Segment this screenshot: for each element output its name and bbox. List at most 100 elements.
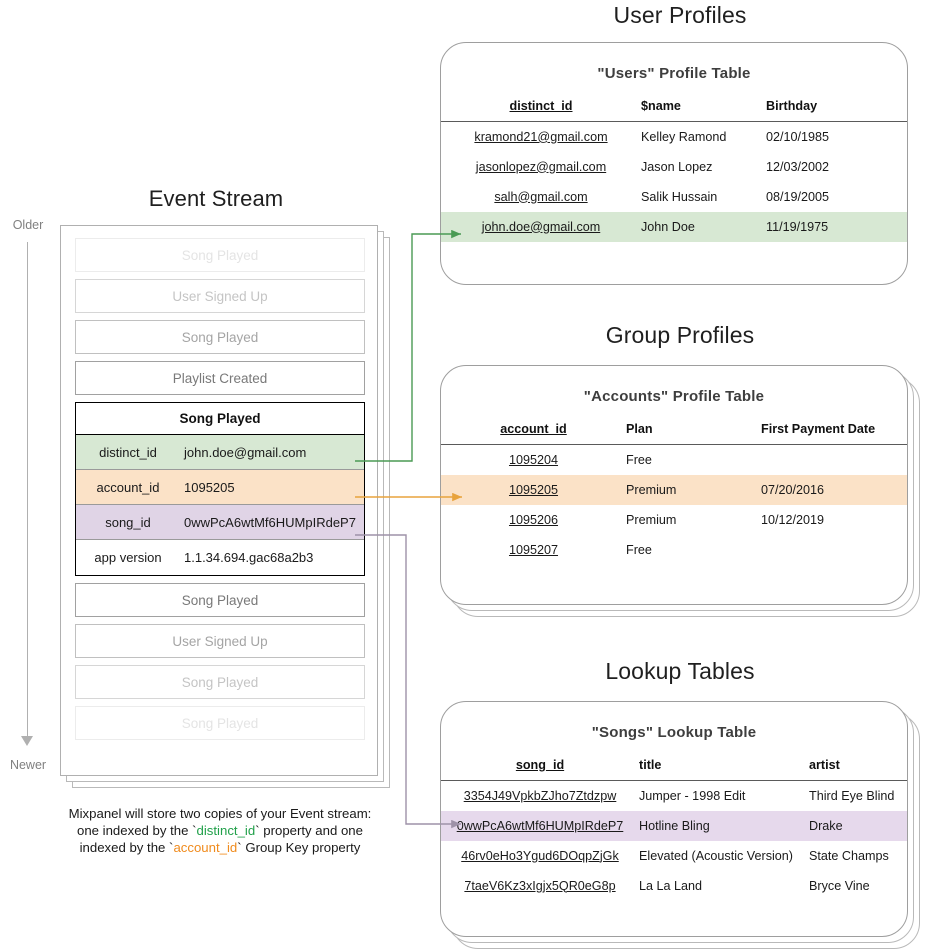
- accounts-table-cell: Free: [626, 542, 652, 557]
- songs-table-cell: Jumper - 1998 Edit: [639, 788, 746, 803]
- axis-line: [27, 242, 28, 742]
- caption-line-2-pre: one indexed by the: [77, 823, 193, 838]
- event-property-distinct-id: distinct_id john.doe@gmail.com: [76, 435, 364, 470]
- section-title-event-stream: Event Stream: [148, 186, 284, 211]
- users-table-column-header: Birthday: [766, 99, 818, 113]
- accounts-table-column-header: Plan: [626, 422, 653, 436]
- section-title-lookup-tables: Lookup Tables: [605, 658, 755, 684]
- songs-table-row[interactable]: 46rv0eHo3Ygud6DOqpZjGk Elevated (Acoustic…: [441, 841, 907, 871]
- songs-table-cell: 0wwPcA6wtMf6HUMpIRdeP7: [441, 810, 639, 841]
- accounts-table-title: "Accounts" Profile Table: [583, 388, 765, 405]
- users-table-cell: 02/10/1985: [766, 129, 830, 144]
- users-table-cell: Jason Lopez: [641, 159, 713, 174]
- songs-table-cell: La La Land: [639, 878, 703, 893]
- section-title-user-profiles: User Profiles: [613, 2, 747, 28]
- songs-table-column-header: title: [639, 758, 662, 772]
- users-table-cell: salh@gmail.com: [441, 182, 641, 212]
- users-table-row[interactable]: kramond21@gmail.com Kelley Ramond 02/10/19…: [441, 122, 907, 152]
- event-item-after-3[interactable]: Song Played: [75, 706, 365, 740]
- accounts-table-cell: [761, 445, 907, 475]
- property-value: 1095205: [184, 479, 235, 495]
- songs-table-cell: Third Eye Blind: [809, 788, 895, 803]
- users-table-cell: 12/03/2002: [766, 159, 830, 174]
- songs-table-cell: Elevated (Acoustic Version): [639, 848, 793, 863]
- accounts-table-cell: 1095204: [441, 445, 626, 475]
- users-table-cell: john.doe@gmail.com: [441, 211, 641, 242]
- songs-table: song_id title artist 3354J49VpkbZJho7Ztdzp…: [441, 755, 907, 901]
- caption-line-3-post: Group Key property: [241, 840, 361, 855]
- event-item-after-1[interactable]: User Signed Up: [75, 624, 365, 658]
- expanded-event-name: Song Played: [76, 403, 364, 435]
- event-item-3[interactable]: Playlist Created: [75, 361, 365, 395]
- songs-table-cell: Drake: [809, 810, 907, 841]
- caption-line-2-post: property and one: [259, 823, 363, 838]
- caption-line-3-pre: indexed by the: [79, 840, 170, 855]
- users-table-cell: John Doe: [641, 211, 766, 242]
- songs-table-row[interactable]: 3354J49VpkbZJho7Ztdzpw Jumper - 1998 Edit…: [441, 781, 907, 811]
- caption-keyword-distinct-id: distinct_id: [196, 823, 256, 838]
- users-table-body: kramond21@gmail.com Kelley Ramond 02/10/19…: [441, 122, 907, 242]
- event-item-0[interactable]: Song Played: [75, 238, 365, 272]
- accounts-table-key-value: 1095205: [508, 482, 559, 497]
- songs-table-body: 3354J49VpkbZJho7Ztdzpw Jumper - 1998 Edit…: [441, 781, 907, 901]
- accounts-table-cell: [761, 535, 907, 565]
- property-key: app version: [94, 550, 162, 565]
- accounts-table-key-value: 1095204: [508, 452, 559, 467]
- accounts-table-cell: Premium: [626, 512, 677, 527]
- songs-table-key-value: 0wwPcA6wtMf6HUMpIRdeP7: [456, 818, 624, 833]
- songs-table-cell: Hotline Bling: [639, 810, 809, 841]
- property-key: song_id: [105, 514, 151, 530]
- users-table-cell: Kelley Ramond: [641, 129, 727, 144]
- songs-table-cell: State Champs: [809, 848, 889, 863]
- users-table-key-value: kramond21@gmail.com: [474, 129, 608, 144]
- accounts-table-cell: 1095206: [441, 505, 626, 535]
- expanded-event-card[interactable]: Song Played distinct_id john.doe@gmail.co…: [75, 402, 365, 576]
- accounts-table-column-header: First Payment Date: [761, 422, 876, 436]
- accounts-table-row[interactable]: 1095204 Free: [441, 445, 907, 475]
- accounts-table-cell: Free: [626, 452, 652, 467]
- event-item-2[interactable]: Song Played: [75, 320, 365, 354]
- accounts-table-key-value: 1095207: [508, 542, 559, 557]
- property-value: john.doe@gmail.com: [184, 444, 307, 460]
- songs-table-cell: 7taeV6Kz3xIgjx5QR0eG8p: [441, 871, 639, 901]
- axis-label-newer: Newer: [9, 758, 47, 772]
- property-key: distinct_id: [99, 444, 157, 460]
- users-table-column-header: distinct_id: [509, 99, 573, 113]
- event-item-1[interactable]: User Signed Up: [75, 279, 365, 313]
- caption-keyword-account-id: account_id: [173, 840, 238, 855]
- users-table-key-value: john.doe@gmail.com: [481, 219, 601, 234]
- accounts-table-row[interactable]: 1095207 Free: [441, 535, 907, 565]
- users-table-cell: jasonlopez@gmail.com: [441, 152, 641, 182]
- songs-table-title: "Songs" Lookup Table: [591, 724, 757, 741]
- users-table-cell: Salik Hussain: [641, 189, 718, 204]
- time-axis: Older Newer: [0, 218, 56, 778]
- songs-table-key-value: 3354J49VpkbZJho7Ztdzpw: [463, 788, 617, 803]
- songs-table-cell: Bryce Vine: [809, 878, 870, 893]
- users-table-cell: 11/19/1975: [766, 211, 907, 242]
- songs-table-key-value: 46rv0eHo3Ygud6DOqpZjGk: [461, 848, 619, 863]
- event-item-after-0[interactable]: Song Played: [75, 583, 365, 617]
- songs-table-column-header: artist: [809, 758, 840, 772]
- event-item-after-2[interactable]: Song Played: [75, 665, 365, 699]
- songs-table-column-header: song_id: [515, 758, 565, 772]
